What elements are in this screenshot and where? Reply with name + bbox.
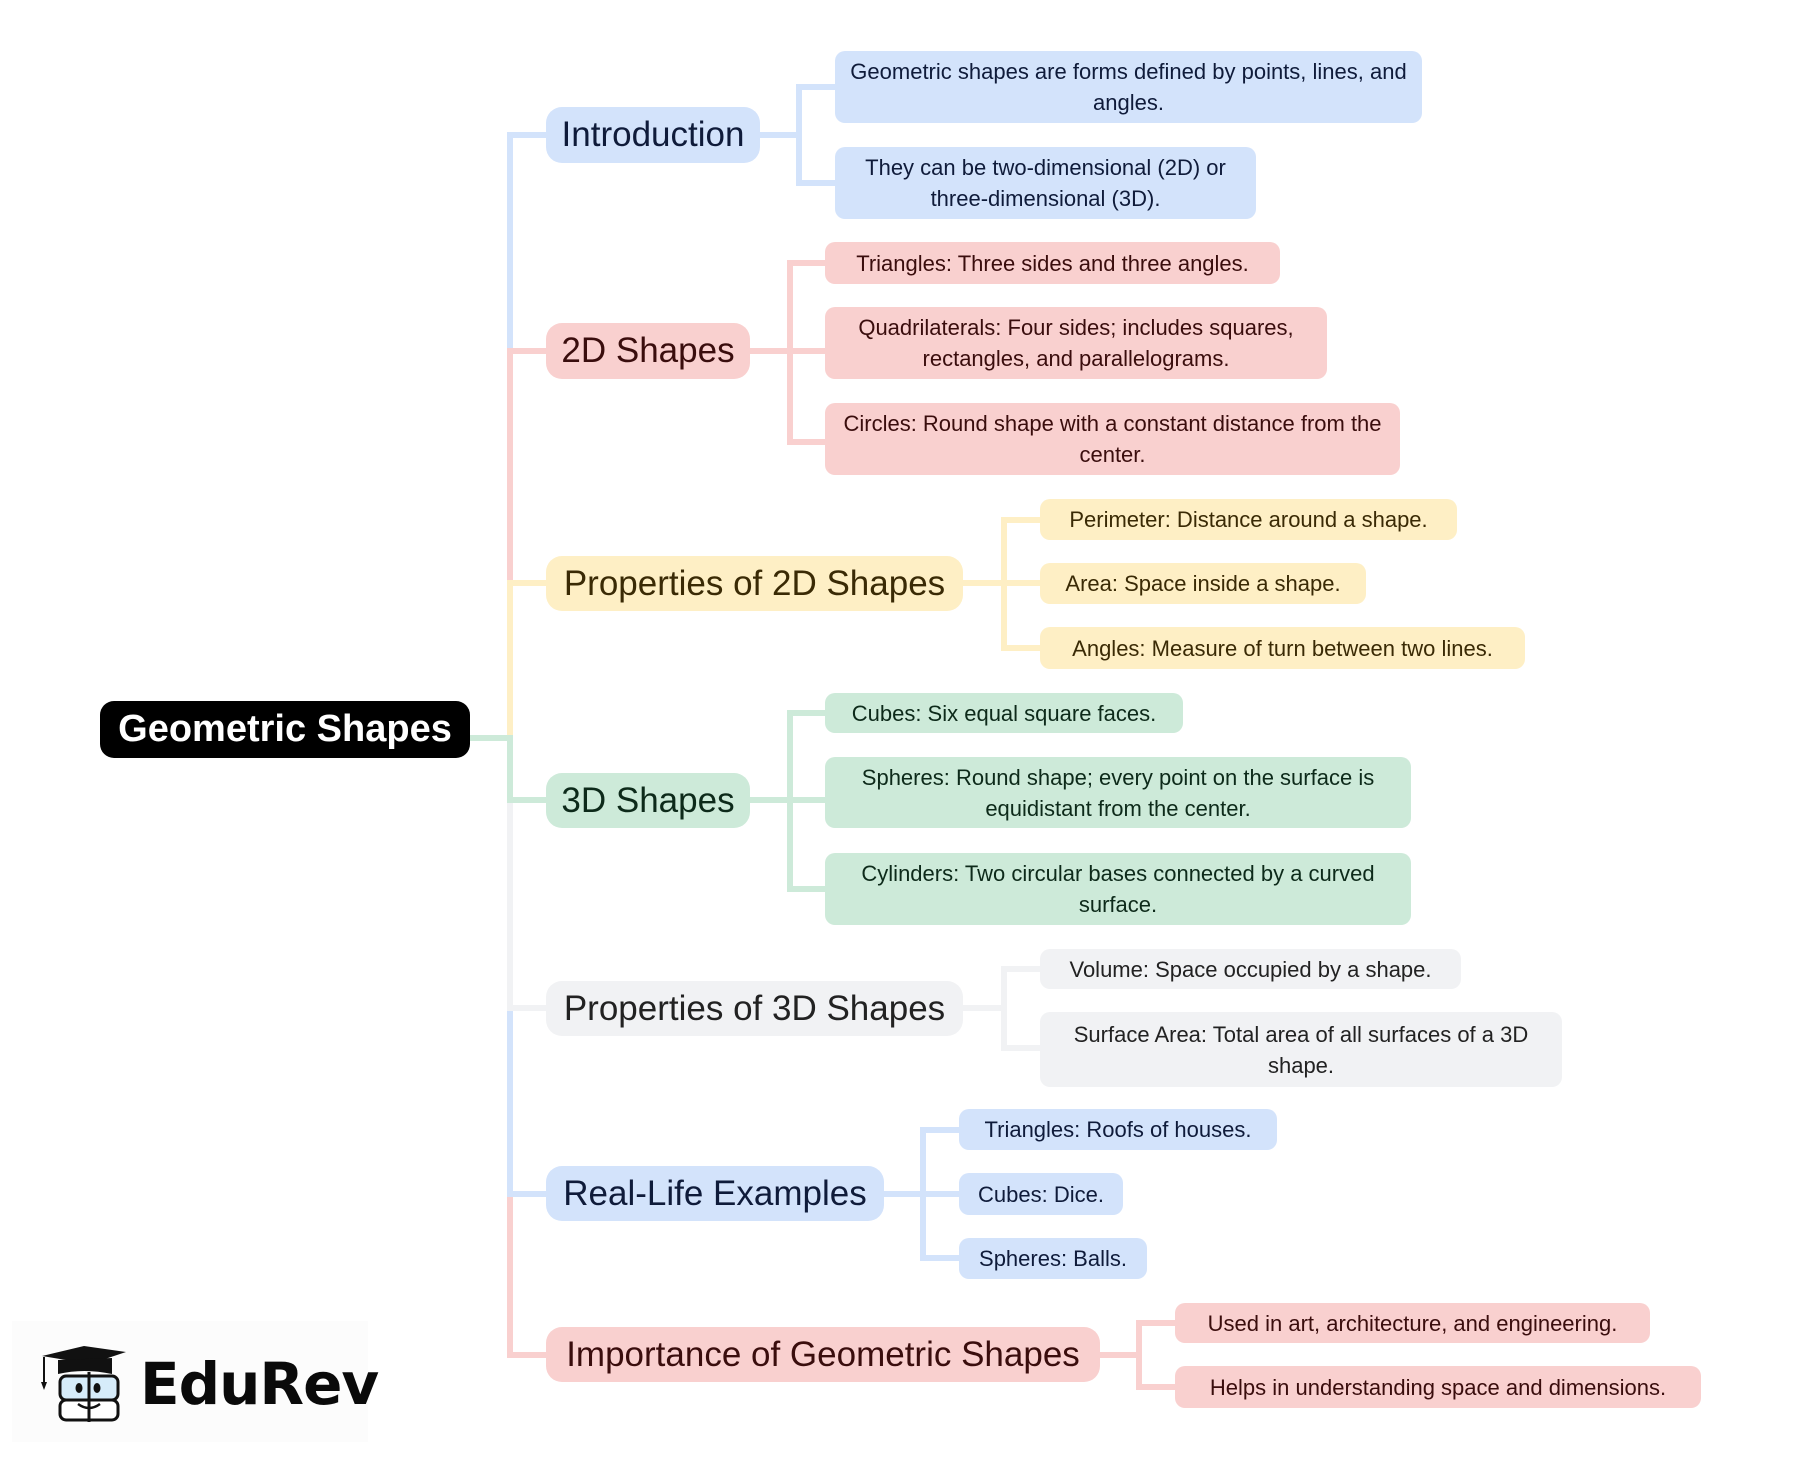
branch-real-life-examples[interactable]: Real-Life Examples xyxy=(546,1166,884,1221)
trunk-segment-2d-shapes xyxy=(507,348,513,586)
sub-connector xyxy=(1001,645,1043,651)
leaf-label: Spheres: Balls. xyxy=(979,1246,1127,1271)
branch-properties-3d[interactable]: Properties of 3D Shapes xyxy=(546,981,963,1036)
branch-label: Real-Life Examples xyxy=(563,1173,867,1213)
sub-connector xyxy=(1136,1320,1142,1390)
leaf-label: Cylinders: Two circular bases connected … xyxy=(861,861,1375,917)
leaf-label: Used in art, architecture, and engineeri… xyxy=(1207,1310,1618,1336)
leaf-label: Triangles: Roofs of houses. xyxy=(984,1117,1252,1142)
leaf-label: Cubes: Dice. xyxy=(978,1181,1104,1207)
sub-connector xyxy=(750,797,790,803)
branch-label: Properties of 2D Shapes xyxy=(563,563,946,603)
leaf-2d-circles[interactable]: Circles: Round shape with a constant dis… xyxy=(825,403,1400,475)
branch-importance[interactable]: Importance of Geometric Shapes xyxy=(546,1327,1100,1382)
leaf-label: Triangles: Three sides and three angles. xyxy=(856,250,1249,276)
sub-connector xyxy=(787,797,827,803)
branch-label: Importance of Geometric Shapes xyxy=(566,1334,1080,1374)
leaf-label: Area: Space inside a shape. xyxy=(1065,571,1341,596)
sub-connector xyxy=(1001,517,1043,523)
leaf-3d-cubes[interactable]: Cubes: Six equal square faces. xyxy=(825,693,1183,733)
connector-properties-2d xyxy=(507,580,549,586)
trunk-segment-properties-3d xyxy=(507,800,513,1011)
sub-connector xyxy=(1001,966,1007,1051)
leaf-importance-space[interactable]: Helps in understanding space and dimensi… xyxy=(1175,1366,1701,1408)
sub-connector xyxy=(1001,580,1043,586)
leaf-volume[interactable]: Volume: Space occupied by a shape. xyxy=(1040,949,1461,989)
sub-connector xyxy=(920,1127,962,1133)
leaf-surface-area[interactable]: Surface Area: Total area of all surfaces… xyxy=(1040,1012,1562,1087)
leaf-label: Volume: Space occupied by a shape. xyxy=(1069,956,1432,982)
sub-connector xyxy=(760,132,799,138)
sub-connector xyxy=(963,580,1004,586)
sub-connector xyxy=(920,1191,962,1197)
graduation-cap-book-mascot-icon xyxy=(41,1346,126,1422)
branch-3d-shapes[interactable]: 3D Shapes xyxy=(546,773,750,828)
leaf-label: Circles: Round shape with a constant dis… xyxy=(843,411,1382,467)
branch-label: 2D Shapes xyxy=(561,331,735,370)
leaf-2d-triangles[interactable]: Triangles: Three sides and three angles. xyxy=(825,242,1280,284)
connector-properties-3d xyxy=(507,1005,549,1011)
sub-connector xyxy=(1136,1384,1178,1390)
sub-connector xyxy=(787,439,827,445)
leaf-3d-cylinders[interactable]: Cylinders: Two circular bases connected … xyxy=(825,853,1411,925)
sub-connector xyxy=(796,84,802,186)
sub-connector xyxy=(1001,1045,1043,1051)
logo-text: EduRev xyxy=(140,1350,379,1418)
leaf-perimeter[interactable]: Perimeter: Distance around a shape. xyxy=(1040,499,1457,540)
leaf-introduction-2[interactable]: They can be two-dimensional (2D) or thre… xyxy=(835,147,1256,219)
branch-label: Introduction xyxy=(561,115,745,154)
leaf-label: Helps in understanding space and dimensi… xyxy=(1209,1374,1667,1400)
branch-properties-2d[interactable]: Properties of 2D Shapes xyxy=(546,556,963,611)
leaf-real-life-triangles[interactable]: Triangles: Roofs of houses. xyxy=(959,1109,1277,1150)
sub-connector xyxy=(787,348,827,354)
sub-connector xyxy=(787,886,827,892)
leaf-label: Spheres: Round shape; every point on the… xyxy=(861,764,1375,821)
sub-connector xyxy=(963,1005,1004,1011)
root-label: Geometric Shapes xyxy=(118,708,452,750)
sub-connector xyxy=(750,348,790,354)
branch-2d-shapes[interactable]: 2D Shapes xyxy=(546,323,750,379)
connector-importance xyxy=(507,1352,549,1358)
connector-3d-shapes xyxy=(507,797,549,803)
branch-introduction[interactable]: Introduction xyxy=(546,107,760,163)
trunk-segment-importance xyxy=(507,1194,513,1358)
sub-connector xyxy=(1136,1320,1178,1326)
root-node[interactable]: Geometric Shapes xyxy=(100,701,470,758)
leaf-label: Surface Area: Total area of all surfaces… xyxy=(1073,1021,1529,1078)
trunk-segment-introduction xyxy=(507,132,513,354)
connector-real-life xyxy=(507,1191,549,1197)
sub-connector xyxy=(920,1255,962,1261)
leaf-introduction-1[interactable]: Geometric shapes are forms defined by po… xyxy=(835,51,1422,123)
leaf-real-life-cubes[interactable]: Cubes: Dice. xyxy=(959,1173,1123,1215)
sub-connector xyxy=(1001,966,1043,972)
trunk-segment-real-life xyxy=(507,1008,513,1197)
leaf-label: Quadrilaterals: Four sides; includes squ… xyxy=(858,315,1294,371)
connector-2d-shapes xyxy=(507,348,549,354)
leaf-2d-quadrilaterals[interactable]: Quadrilaterals: Four sides; includes squ… xyxy=(825,307,1327,379)
leaf-label: Geometric shapes are forms defined by po… xyxy=(850,59,1407,115)
sub-connector xyxy=(884,1191,923,1197)
trunk-segment-3d-shapes xyxy=(507,735,513,803)
leaf-label: Angles: Measure of turn between two line… xyxy=(1072,635,1493,661)
leaf-label: Cubes: Six equal square faces. xyxy=(851,700,1157,726)
leaf-angles[interactable]: Angles: Measure of turn between two line… xyxy=(1040,627,1525,669)
leaf-label: Perimeter: Distance around a shape. xyxy=(1069,507,1428,532)
branch-label: Properties of 3D Shapes xyxy=(563,988,946,1028)
leaf-importance-art[interactable]: Used in art, architecture, and engineeri… xyxy=(1175,1303,1650,1343)
sub-connector xyxy=(796,84,838,90)
connector-introduction xyxy=(507,132,549,138)
leaf-area[interactable]: Area: Space inside a shape. xyxy=(1040,563,1366,604)
leaf-3d-spheres[interactable]: Spheres: Round shape; every point on the… xyxy=(825,757,1411,828)
leaf-real-life-spheres[interactable]: Spheres: Balls. xyxy=(959,1238,1147,1279)
trunk-segment-properties-2d xyxy=(507,580,513,738)
branch-label: 3D Shapes xyxy=(561,780,735,820)
connector-root xyxy=(470,735,510,741)
leaf-label: They can be two-dimensional (2D) or thre… xyxy=(865,155,1226,211)
sub-connector xyxy=(787,710,827,716)
sub-connector xyxy=(787,260,827,266)
sub-connector xyxy=(1100,1352,1139,1358)
sub-connector xyxy=(796,180,838,186)
